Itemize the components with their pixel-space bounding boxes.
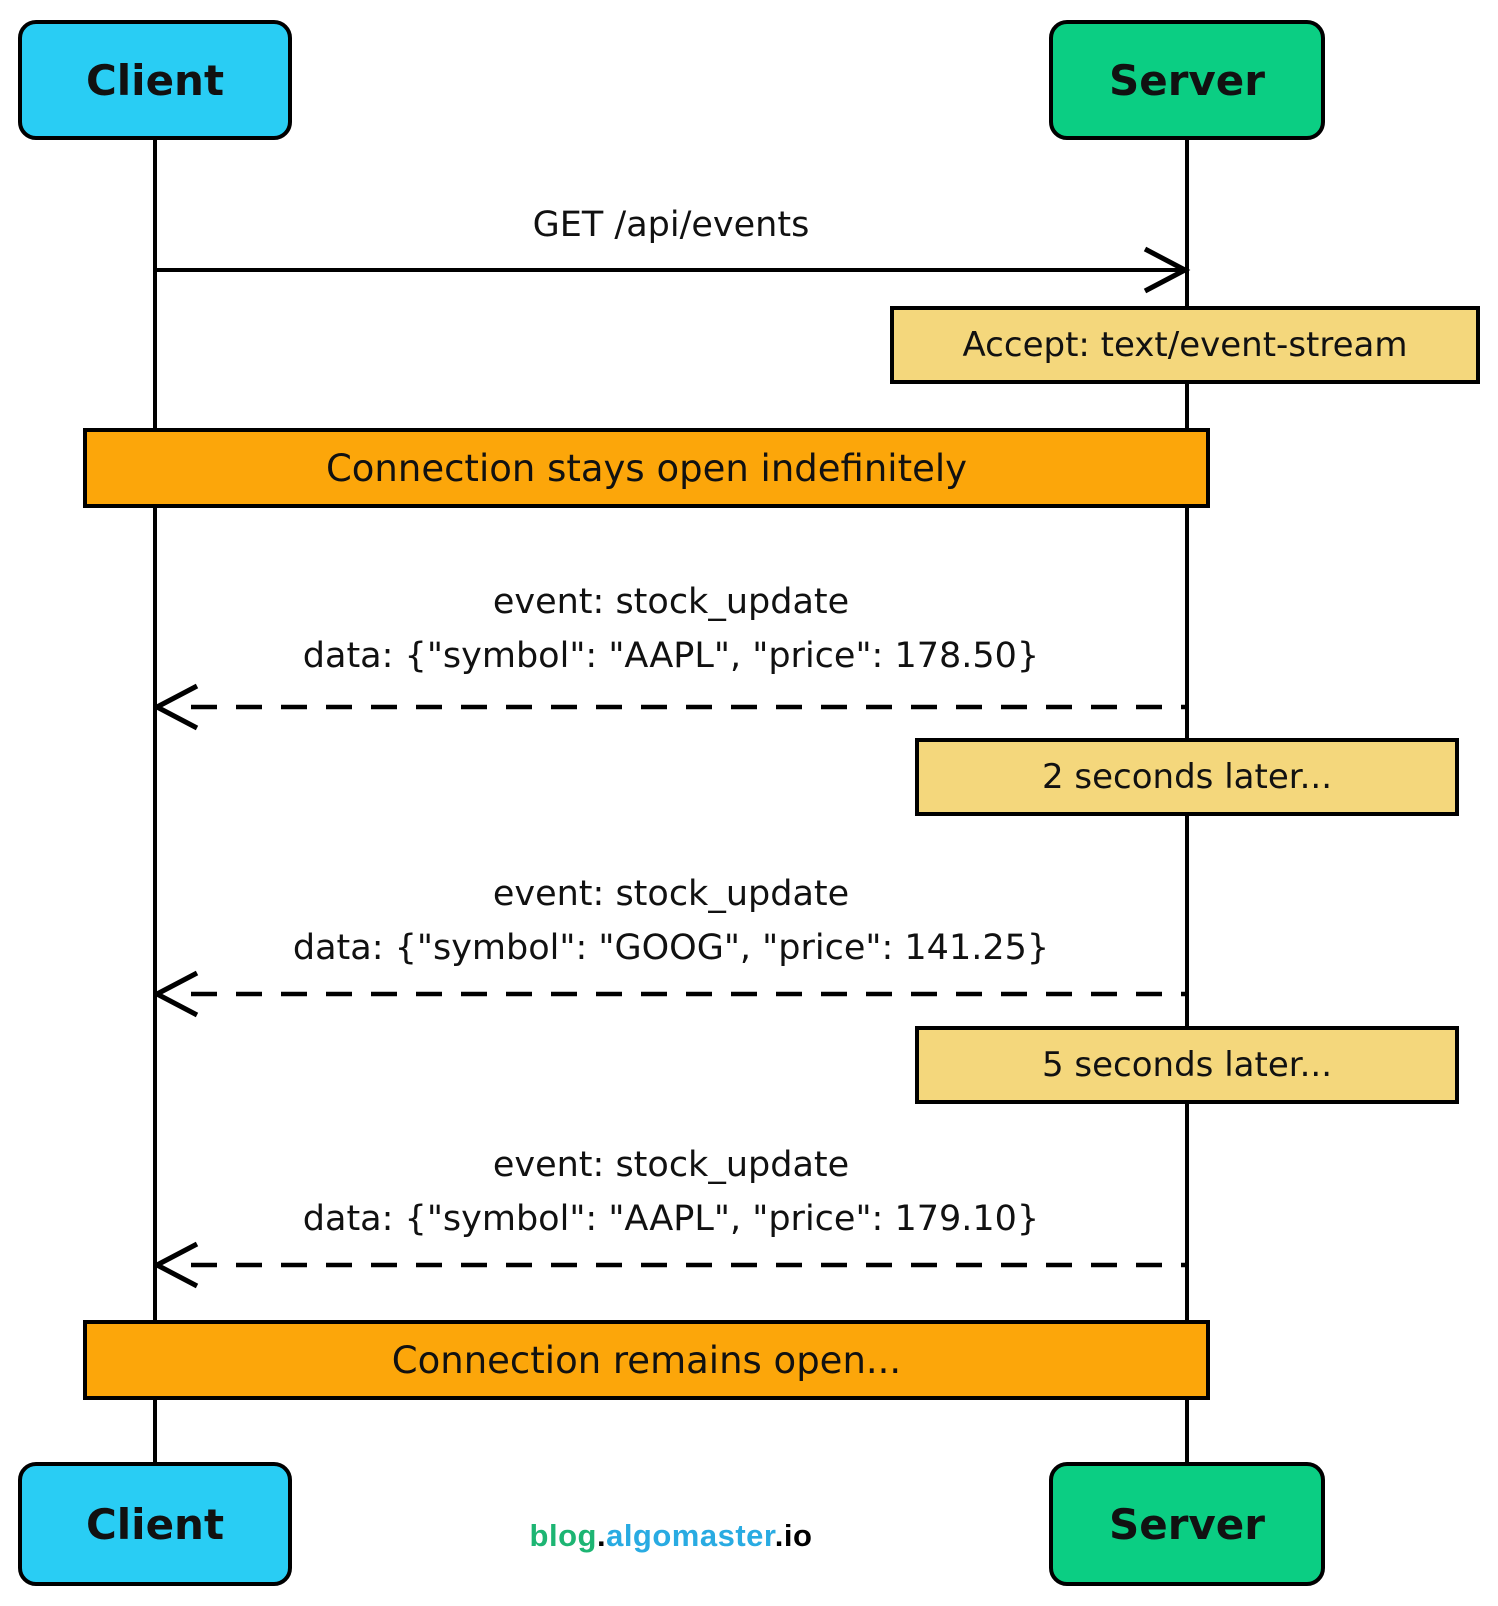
delay-note-2-text: 5 seconds later... (1041, 1045, 1333, 1085)
client-actor-bottom: Client (18, 1462, 292, 1586)
event-message-2: event: stock_update data: {"symbol": "GO… (155, 867, 1187, 975)
watermark-site: algomaster (606, 1518, 775, 1553)
client-lifeline (153, 140, 157, 1466)
delay-note-2: 5 seconds later... (915, 1026, 1459, 1104)
client-label-bottom: Client (85, 1499, 225, 1549)
request-arrow (155, 246, 1191, 294)
watermark-blog: blog (529, 1518, 597, 1553)
server-actor-top: Server (1049, 20, 1325, 140)
event-2-line1: event: stock_update (492, 874, 850, 914)
server-actor-bottom: Server (1049, 1462, 1325, 1586)
event-3-line2: data: {"symbol": "AAPL", "price": 179.10… (302, 1199, 1040, 1239)
accept-note-text: Accept: text/event-stream (962, 325, 1408, 365)
event-1-line2: data: {"symbol": "AAPL", "price": 178.50… (302, 636, 1040, 676)
watermark-dot-1: . (596, 1518, 607, 1553)
event-3-arrow (153, 1241, 1187, 1289)
event-message-1: event: stock_update data: {"symbol": "AA… (155, 575, 1187, 683)
connection-remains-banner: Connection remains open... (83, 1320, 1210, 1400)
watermark-dot-2: . (774, 1518, 784, 1553)
request-message-label: GET /api/events (532, 205, 810, 245)
client-label: Client (85, 55, 225, 105)
watermark-tld: io (783, 1518, 813, 1553)
connection-open-text: Connection stays open indefinitely (325, 446, 968, 490)
event-2-arrow (153, 970, 1187, 1018)
event-1-line1: event: stock_update (492, 582, 850, 622)
connection-open-banner: Connection stays open indefinitely (83, 428, 1210, 508)
watermark: blog.algomaster.io (155, 1518, 1187, 1554)
server-label: Server (1108, 55, 1266, 105)
event-3-line1: event: stock_update (492, 1145, 850, 1185)
event-1-arrow (153, 683, 1187, 731)
connection-remains-text: Connection remains open... (391, 1338, 902, 1382)
server-label-bottom: Server (1108, 1499, 1266, 1549)
client-actor-top: Client (18, 20, 292, 140)
accept-note: Accept: text/event-stream (890, 306, 1480, 384)
event-message-3: event: stock_update data: {"symbol": "AA… (155, 1138, 1187, 1246)
event-2-line2: data: {"symbol": "GOOG", "price": 141.25… (292, 928, 1050, 968)
delay-note-1: 2 seconds later... (915, 738, 1459, 816)
delay-note-1-text: 2 seconds later... (1041, 757, 1333, 797)
